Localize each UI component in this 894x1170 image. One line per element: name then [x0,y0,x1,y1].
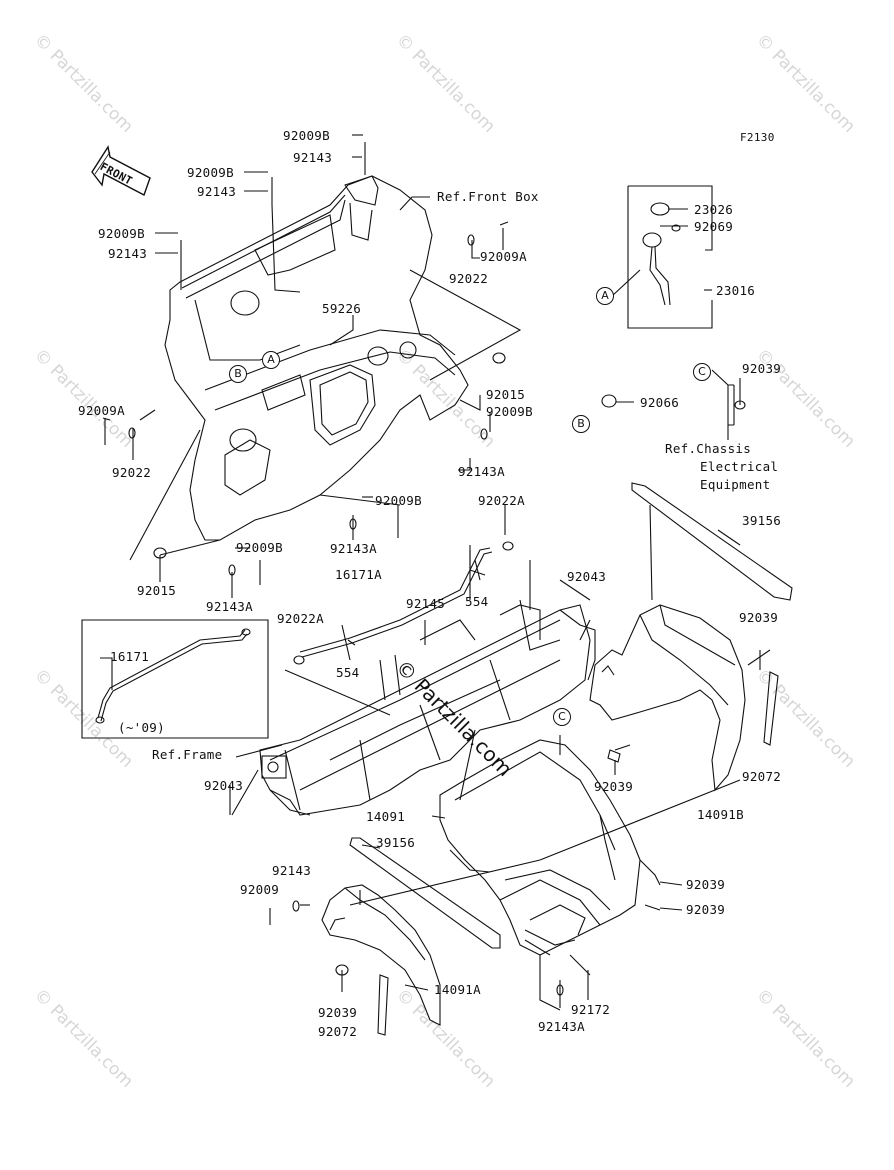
part-label: 92015 [486,387,526,402]
ref-chassis: Ref.Chassis [665,441,752,456]
part-label: 92022 [449,271,489,286]
part-label: 92143 [197,184,237,199]
part-label: 92039 [742,361,782,376]
part-label: 92143A [330,541,377,556]
part-label: 92015 [137,583,177,598]
part-label: 92022A [478,493,525,508]
part-label: 16171 [110,649,150,664]
part-label: 92009B [486,404,533,419]
part-label: 92009B [236,540,283,555]
part-label: 92143 [108,246,148,261]
part-label: 92009A [480,249,527,264]
part-label: 92022 [112,465,152,480]
part-label: 39156 [742,513,782,528]
part-label: 92022A [277,611,324,626]
part-label: 554 [465,594,489,609]
part-label: 92143A [206,599,253,614]
ref-chassis: Equipment [700,477,771,492]
part-label: 92143A [538,1019,585,1034]
diagram-code: F2130 [740,131,775,144]
main-frame [259,599,596,816]
dashboard-panel [164,175,469,541]
part-label: 92039 [686,877,726,892]
rear-mudguard [431,545,683,1011]
ref-frame: Ref.Frame [152,747,223,762]
part-label: 23026 [694,202,734,217]
part-label: 39156 [376,835,416,850]
part-label: 92072 [742,769,782,784]
right-fender [589,504,779,792]
part-label: 92009B [375,493,422,508]
callout-a: A [596,287,614,305]
part-label: 92143 [293,150,333,165]
part-label: 92009A [78,403,125,418]
part-label: 92039 [686,902,726,917]
front-arrow-icon [91,145,151,196]
part-label: 92039 [318,1005,358,1020]
part-label: 23016 [716,283,756,298]
part-label: 92043 [204,778,244,793]
callout-b: B [229,365,247,383]
part-label: 92143 [272,863,312,878]
part-label: 92172 [571,1002,611,1017]
part-label: 14091A [434,982,481,997]
part-label: 92009B [187,165,234,180]
part-label: 16171A [335,567,382,582]
part-label: 59226 [322,301,362,316]
ref-front-box: Ref.Front Box [437,189,539,204]
part-label: 92039 [739,610,779,625]
part-label: 92009B [98,226,145,241]
part-label: 92043 [567,569,607,584]
part-label: 92145 [406,596,446,611]
part-label: 14091 [366,809,406,824]
part-label: 92066 [640,395,680,410]
callout-a: A [262,351,280,369]
part-label: 14091B [697,807,744,822]
part-label: 92009B [283,128,330,143]
callout-c: C [693,363,711,381]
part-label: 92009 [240,882,280,897]
part-label: 554 [336,665,360,680]
part-note: (~'09) [118,720,165,735]
callout-c: C [553,708,571,726]
part-label: 92143A [458,464,505,479]
part-label: 92039 [594,779,634,794]
part-label: 92069 [694,219,734,234]
ref-chassis: Electrical [700,459,779,474]
callout-b: B [572,415,590,433]
part-label: 92072 [318,1024,358,1039]
